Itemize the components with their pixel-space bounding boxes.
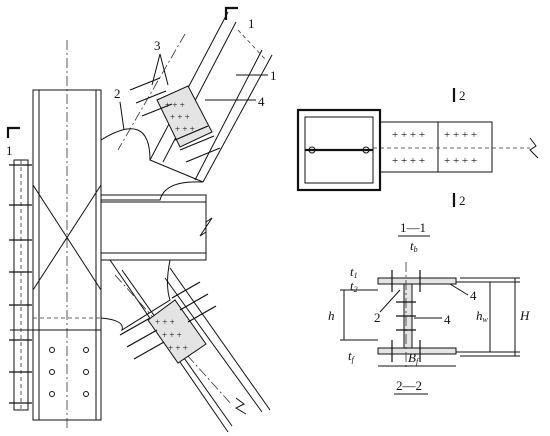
section-2-2: t1 t2 tb tf h hw H Bf 2 4 4 2—2 <box>328 238 530 395</box>
callout-4: 4 <box>258 94 265 109</box>
lower-plate-bolts: + + + + + + + + + <box>155 317 188 353</box>
column-base-bolts <box>49 347 89 397</box>
side-plate-bolts <box>9 164 32 404</box>
svg-text:+ + + +: + + + + <box>444 155 477 167</box>
svg-text:+ + +: + + + <box>162 330 182 340</box>
callout-1-brace: 1 <box>270 68 277 83</box>
s22-bolts <box>391 270 421 362</box>
svg-text:+ + + +: + + + + <box>392 155 425 167</box>
callout-2: 2 <box>114 86 121 101</box>
s11-bolts: + + + + + + + + + + + + + + + + <box>392 129 477 167</box>
callout-1-top: 1 <box>248 16 255 31</box>
section-2-2-title: 2—2 <box>396 378 422 393</box>
svg-text:+ + + +: + + + + <box>392 129 425 141</box>
dim-Bf: Bf <box>408 350 420 366</box>
panel-cross-2 <box>32 184 102 291</box>
upper-flange-bolts <box>129 77 221 163</box>
svg-text:+ + + +: + + + + <box>444 129 477 141</box>
callout-1-left: 1 <box>6 143 13 158</box>
dim-H: H <box>519 308 530 323</box>
svg-text:+ + +: + + + <box>155 317 175 327</box>
s22-callout-2: 2 <box>374 310 381 325</box>
lower-flange-bolts <box>119 281 217 360</box>
s22-top-flange <box>377 277 457 285</box>
upper-splice-plate <box>156 85 213 148</box>
upper-plate-bolts: + + + + + + + + + <box>165 100 195 134</box>
svg-text:+ + +: + + + <box>168 343 188 353</box>
section-1-1: + + + + + + + + + + + + + + + + 2 2 1—1 <box>296 88 539 237</box>
leader-2 <box>119 101 125 131</box>
upper-gusset <box>100 128 204 201</box>
leader-3b <box>151 53 161 86</box>
main-elevation: 1 + + + + + + + + + <box>6 6 277 433</box>
callout-3: 3 <box>154 38 161 53</box>
s11-break <box>529 137 539 159</box>
svg-text:+ + +: + + + <box>170 112 190 122</box>
lower-gusset <box>100 259 171 332</box>
section-mark-1-top <box>224 6 238 20</box>
svg-text:+ + +: + + + <box>165 100 185 110</box>
leader-3a <box>159 53 169 86</box>
section-mark-1-left <box>6 126 20 138</box>
dim-t2: t2 <box>350 278 358 294</box>
dim-tb: tb <box>410 238 418 254</box>
dim-hw: hw <box>476 308 489 324</box>
horizontal-beam <box>100 194 207 261</box>
beam-break-symbol <box>199 195 213 260</box>
section-2-top: 2 <box>459 88 466 103</box>
s22-bottom-flange <box>377 347 457 355</box>
section-2-bottom: 2 <box>459 193 466 208</box>
svg-text:+ + +: + + + <box>175 124 195 134</box>
dim-h: h <box>328 308 335 323</box>
dim-tf: tf <box>348 348 356 364</box>
s22-callout-4a: 4 <box>470 288 477 303</box>
lower-brace <box>109 259 271 433</box>
lower-brace-break <box>234 397 247 415</box>
s22-callout-4b: 4 <box>444 312 451 327</box>
section-1-1-title: 1—1 <box>400 220 426 235</box>
dim-t1: t1 <box>350 264 358 280</box>
s11-plate <box>379 121 493 173</box>
upper-brace <box>117 11 273 183</box>
lower-splice-plate <box>147 299 207 364</box>
